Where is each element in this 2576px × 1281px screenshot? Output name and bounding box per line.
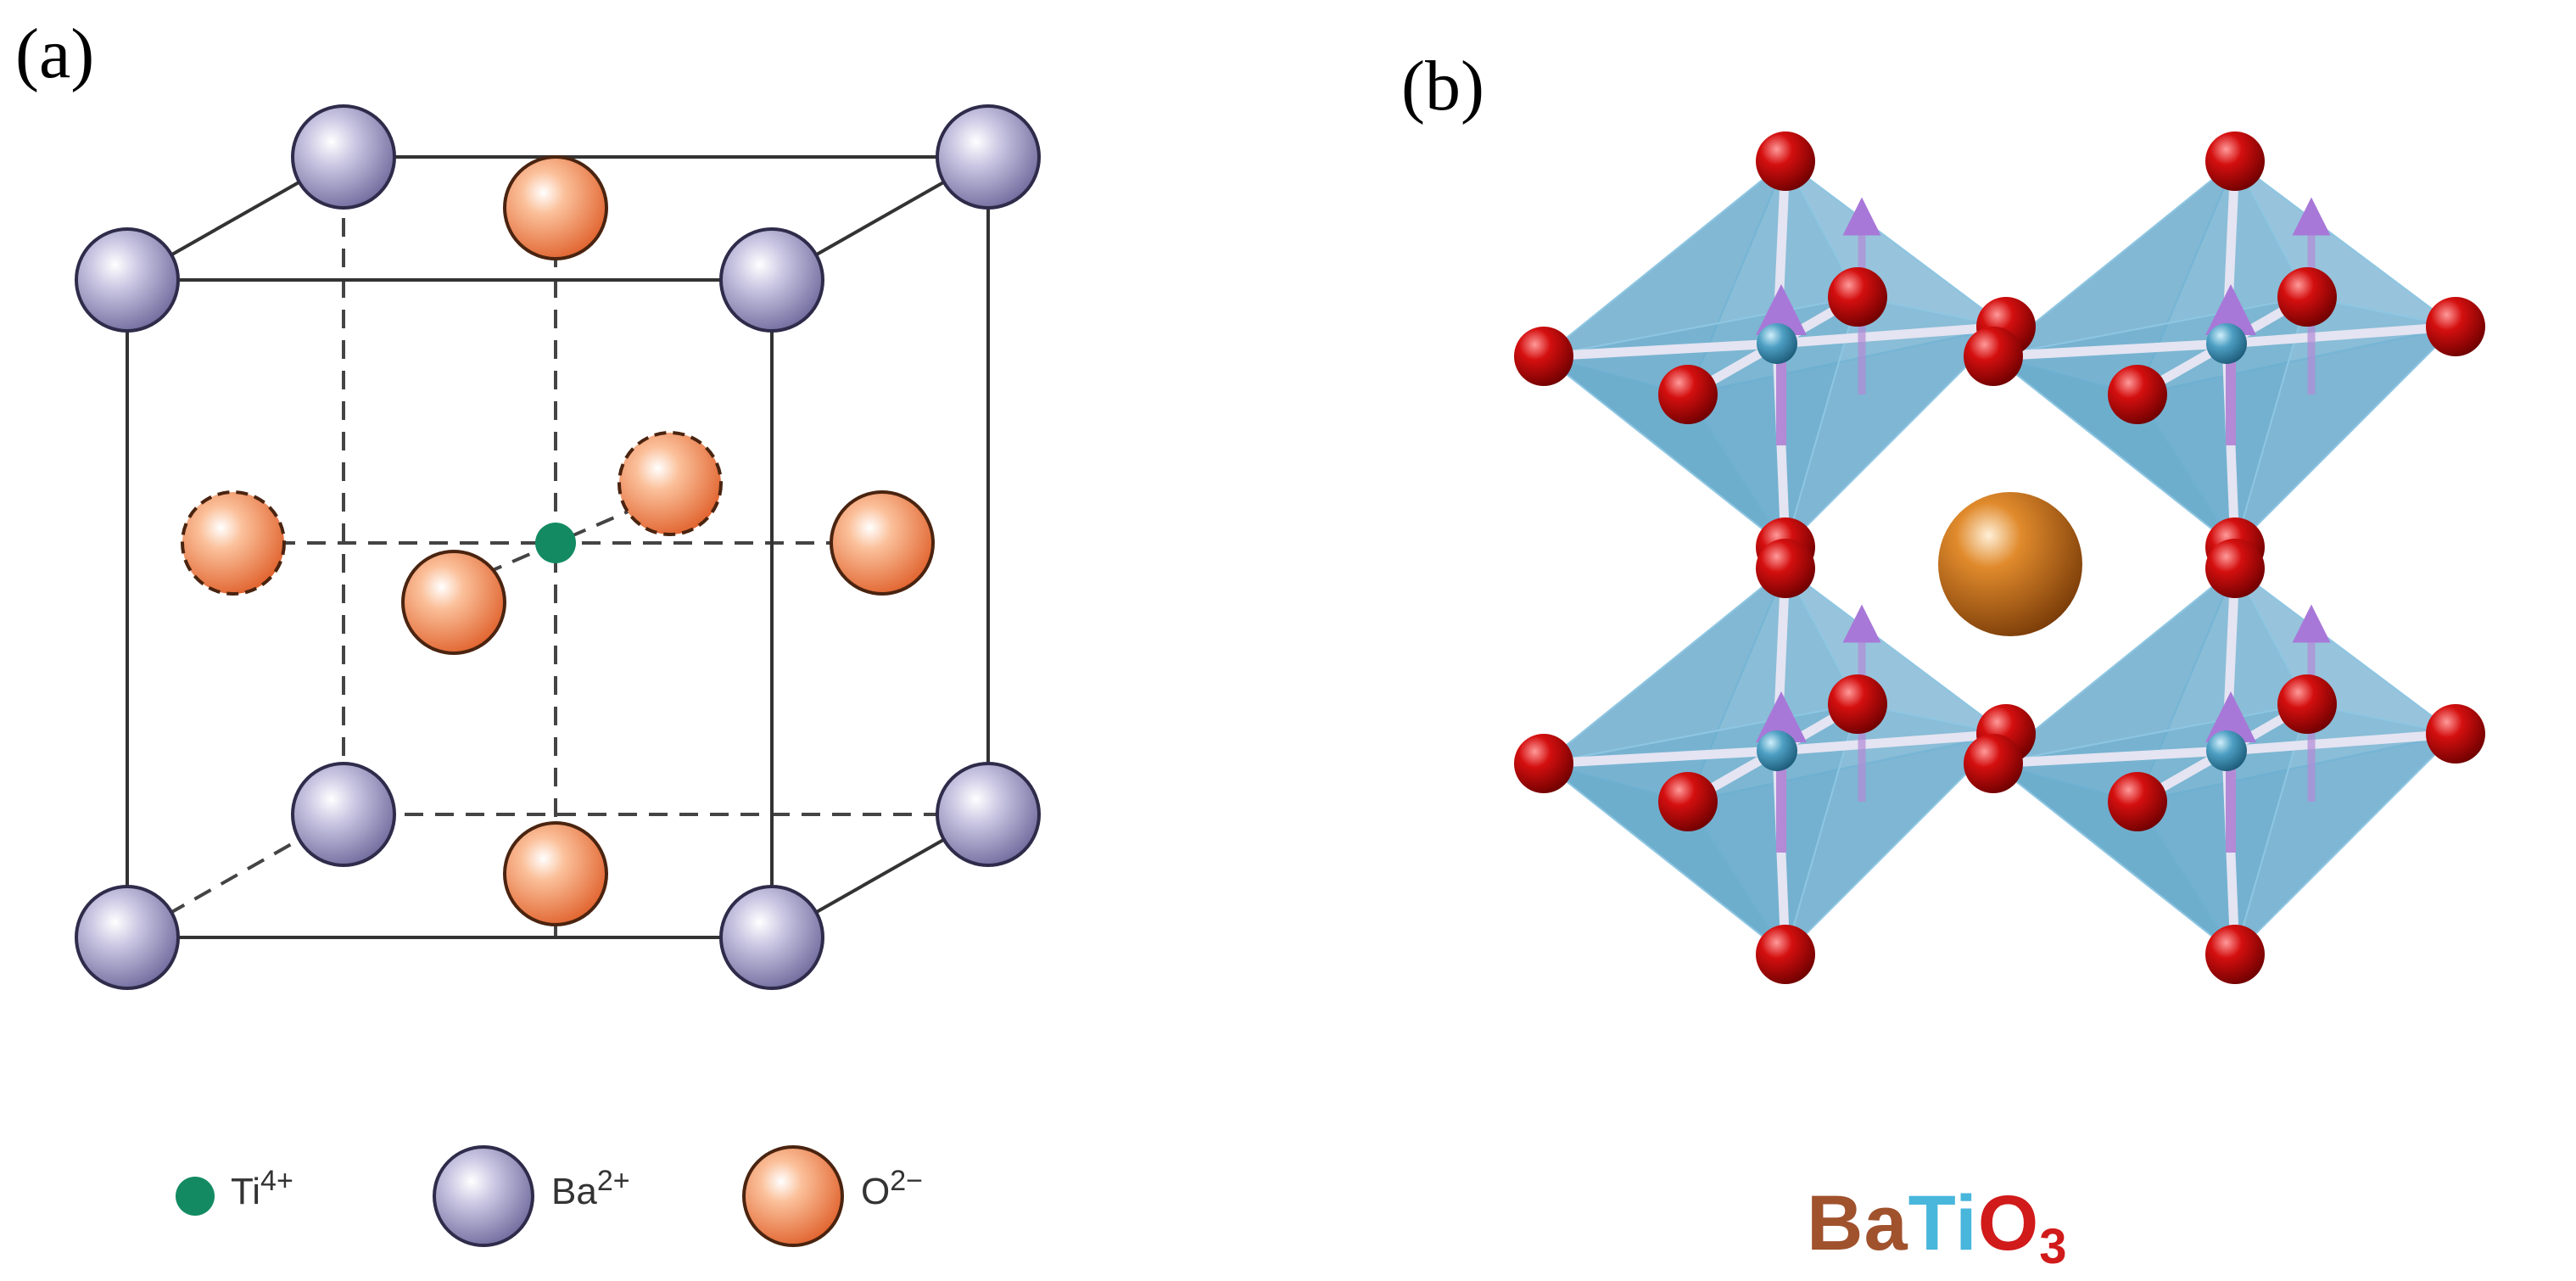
legend-label-o: O2− — [861, 1165, 923, 1212]
formula-ti: Ti — [1908, 1180, 1978, 1267]
ti-o-bond — [1988, 746, 2232, 769]
o-atom — [2205, 131, 2265, 191]
o-atom — [1514, 327, 1573, 386]
ti-o-bond — [1988, 338, 2232, 361]
ti-o-bond — [1539, 338, 1782, 361]
o-atom — [503, 155, 608, 260]
ti-o-bond — [2221, 322, 2461, 349]
formula-o-subscript: 3 — [2039, 1219, 2068, 1274]
panel-a-label: (a) — [15, 14, 95, 93]
o-atom — [1658, 772, 1718, 831]
o-atom — [830, 490, 935, 596]
ti-o-bond — [2221, 729, 2461, 756]
legend-ba-marker — [433, 1145, 534, 1247]
legend-o-marker — [742, 1145, 844, 1247]
ba-atom — [75, 227, 180, 333]
panel-b-label: (b) — [1401, 47, 1484, 126]
legend-item-o: O2− — [861, 1165, 923, 1213]
o-atom — [1756, 925, 1815, 984]
o-atom — [1658, 365, 1718, 424]
o-atom — [2277, 267, 2337, 327]
o-atom — [2426, 704, 2485, 764]
ti-atom — [2206, 730, 2247, 771]
ba-atom — [719, 227, 824, 333]
ti-atom — [1757, 730, 1797, 771]
ba-atom — [291, 104, 396, 210]
ba-atom — [936, 104, 1041, 210]
barium-ions-front — [75, 227, 824, 990]
o-atom — [2108, 772, 2167, 831]
legend-label-ti: Ti4+ — [231, 1165, 293, 1212]
o-atom — [181, 490, 286, 596]
o-atom — [2426, 297, 2485, 356]
unit-cell-diagram — [75, 104, 1041, 1247]
o-atom — [1964, 327, 2023, 386]
o-atom — [1514, 734, 1573, 793]
ba-atom — [719, 885, 824, 990]
o-atom — [1756, 539, 1815, 598]
o-atom — [2205, 925, 2265, 984]
o-atom — [2108, 365, 2167, 424]
ba-atom — [1938, 492, 2082, 636]
o-atom — [1828, 267, 1887, 327]
o-atom — [503, 821, 608, 926]
o-atom — [1964, 734, 2023, 793]
oxygen-ions-back — [181, 431, 723, 596]
ti-atom — [1757, 323, 1797, 364]
octahedra-framework — [1514, 131, 2485, 984]
ba-atom — [936, 762, 1041, 867]
legend-markers — [176, 1145, 844, 1247]
ba-atom — [75, 885, 180, 990]
o-atom — [2205, 539, 2265, 598]
barium-ions-back — [291, 104, 1041, 867]
ti-atom — [535, 523, 576, 563]
formula-o: O — [1977, 1180, 2040, 1267]
legend-item-ti: Ti4+ — [231, 1165, 293, 1213]
ti-o-bond — [1539, 746, 1782, 769]
o-atom — [1756, 131, 1815, 191]
legend-ti-marker — [176, 1177, 215, 1216]
legend-label-ba: Ba2+ — [551, 1165, 630, 1212]
ba-atom — [291, 762, 396, 867]
o-atom — [401, 550, 506, 655]
o-atom — [1828, 674, 1887, 734]
formula-ba: Ba — [1807, 1180, 1908, 1267]
ti-atom — [2206, 323, 2247, 364]
o-atom — [2277, 674, 2337, 734]
oxygen-ions-front — [401, 155, 935, 926]
ti-o-bond — [1772, 322, 2011, 349]
ti-o-bond — [1772, 729, 2011, 756]
o-atom — [617, 431, 723, 536]
legend-item-ba: Ba2+ — [551, 1165, 630, 1213]
chemical-formula: BaTiO3 — [1807, 1179, 2068, 1272]
